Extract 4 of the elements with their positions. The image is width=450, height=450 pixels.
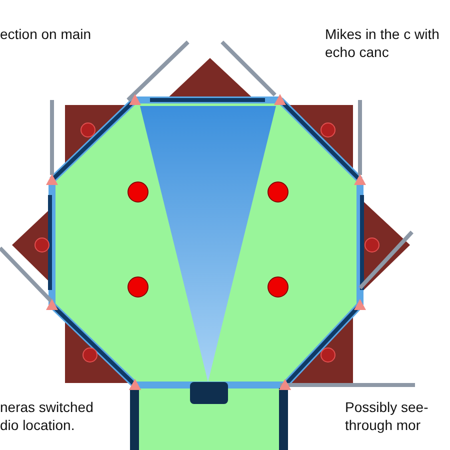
note-text: Possibly see-through mor: [345, 398, 430, 434]
note-text: Mikes in the c with echo canc: [325, 25, 440, 61]
note-text: ection on main: [0, 25, 92, 43]
note-text: neras switched dio location.: [0, 398, 94, 434]
